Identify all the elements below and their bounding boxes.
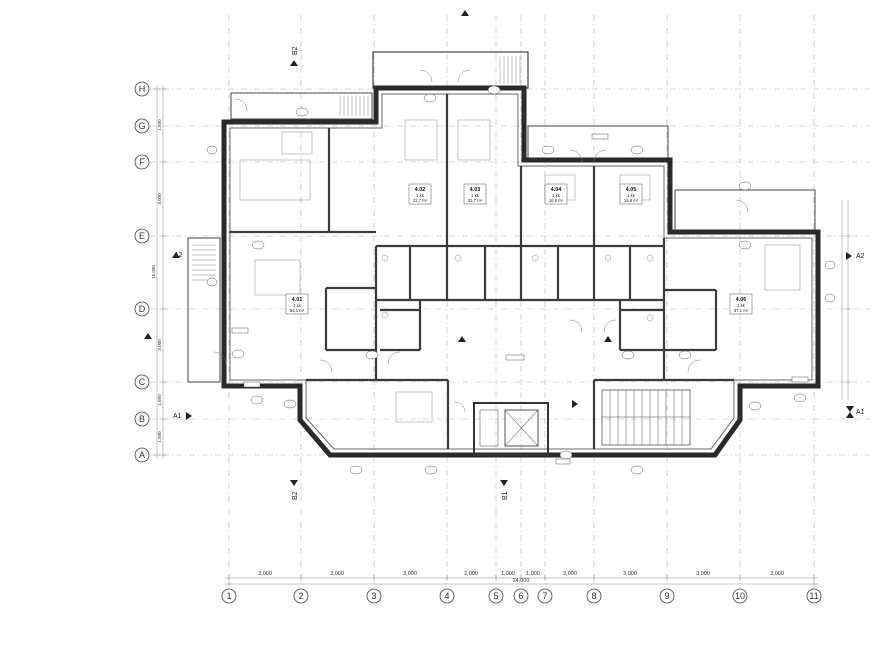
section-marker-b-top [461,10,469,16]
dimension-label: 3,000 [330,571,344,577]
window-tags [206,85,836,475]
apartment-area: 16,6 m² [549,198,564,203]
apartment-type: 1 kk [416,193,425,198]
column-axis-label: 3 [371,591,376,601]
section-label: A2 [856,253,865,260]
dimension-label: 3,000 [770,571,784,577]
column-axis-label: 9 [664,591,669,601]
column-axis-label: 11 [809,591,818,601]
arrow-markers [144,333,612,408]
apartment-type: 1 kk [737,303,746,308]
apartment-type: 2 kk [293,303,302,308]
row-axis-label: C [139,377,146,387]
column-axis-label: 6 [518,591,523,601]
row-axis-label: G [138,121,145,131]
dimension-total: 24,000 [513,578,530,584]
row-axis-label: E [139,231,145,241]
section-label: B2 [292,491,299,500]
dimension-label: 2,000 [464,571,478,577]
row-axis-label: D [139,304,146,314]
left-dimension-chain: 1,500 3,000 3,000 1,500 1,500 15,000 [151,85,166,459]
apartment-type: 1 kk [627,193,636,198]
apartment-area: 22,7 m² [413,198,428,203]
apartment-label-406: 4.06 1 kk 37,1 m² [729,293,753,315]
column-axis-label: 7 [542,591,547,601]
section-marker-b2-top: B2 [290,46,299,66]
section-label: A2 [174,252,183,259]
apartment-area: 22,7 m² [468,198,483,203]
row-axis-label: B [139,414,145,424]
dimension-label: 1,500 [157,431,162,443]
staircase [601,389,691,446]
dimension-label: 1,500 [157,394,162,406]
row-axis-label: A [139,450,145,460]
apartment-area: 37,1 m² [734,308,749,313]
dimension-label: 1,000 [501,571,515,577]
furniture [239,119,801,423]
apartment-number: 4.06 [736,297,747,303]
apartment-label-402: 4.02 1 kk 22,7 m² [408,183,432,205]
dimension-label: 3,000 [623,571,637,577]
section-label: B1 [502,491,509,500]
apartment-label-403: 4.03 1 kk 22,7 m² [463,183,487,205]
column-axis-label: 8 [591,591,596,601]
dimension-label: 3,000 [157,193,162,205]
apartment-label-401: 4.01 2 kk 54,1 m² [285,293,309,315]
apartment-label-405: 4.05 1 kk 16,6 m² [619,183,643,205]
dimension-label: 3,000 [157,339,162,351]
apartment-type: 1 kk [552,193,561,198]
column-axis-label: 4 [444,591,449,601]
dimension-label: 1,000 [526,571,540,577]
column-axis-label: 1 [226,591,231,601]
dimension-label: 1,500 [157,119,162,131]
apartment-number: 4.05 [626,187,637,193]
section-label: A1 [173,413,182,420]
column-axis-bubbles: 1 2 3 4 5 6 7 8 9 10 11 [221,588,822,604]
right-dimension-chain [841,200,851,400]
apartment-number: 4.03 [470,187,481,193]
column-axis-label: 2 [298,591,303,601]
section-marker-a2-left: A2 [172,252,183,259]
section-label: A1 [856,409,865,416]
column-axis-label: 5 [493,591,498,601]
section-marker-a2-right: A2 [846,252,865,260]
dimension-label: 3,000 [258,571,272,577]
interior-partitions [229,94,734,449]
row-axis-label: H [139,84,146,94]
dimension-label: 3,000 [403,571,417,577]
section-label: B2 [292,46,299,55]
apartment-number: 4.01 [292,297,303,303]
column-axis-label: 10 [735,591,745,601]
section-marker-a1-right: A1 [846,406,865,418]
row-axis-label: F [139,157,145,167]
section-marker-b1-bottom: B1 [500,480,509,500]
door-swings [213,69,749,413]
elevator-core [473,402,549,456]
row-axis-bubbles: H G F E D C B A [134,81,150,463]
apartment-type: 1 kk [471,193,480,198]
bottom-dimension-chain: 3,000 3,000 3,000 2,000 1,000 1,000 2,00… [225,571,818,587]
apartment-number: 4.04 [551,187,563,193]
apartment-area: 16,6 m² [624,198,639,203]
exterior-walls [221,85,821,458]
apartment-area: 54,1 m² [290,308,305,313]
balconies [187,51,816,383]
dimension-label: 2,000 [563,571,577,577]
apartment-number: 4.02 [415,187,426,193]
row-grid-lines [150,88,870,456]
dimension-label: 3,000 [696,571,710,577]
section-marker-b2-bottom: B2 [290,480,299,500]
dimension-total: 15,000 [151,265,156,279]
apartment-label-404: 4.04 1 kk 16,6 m² [544,183,568,205]
section-marker-a1-left: A1 [173,412,192,420]
